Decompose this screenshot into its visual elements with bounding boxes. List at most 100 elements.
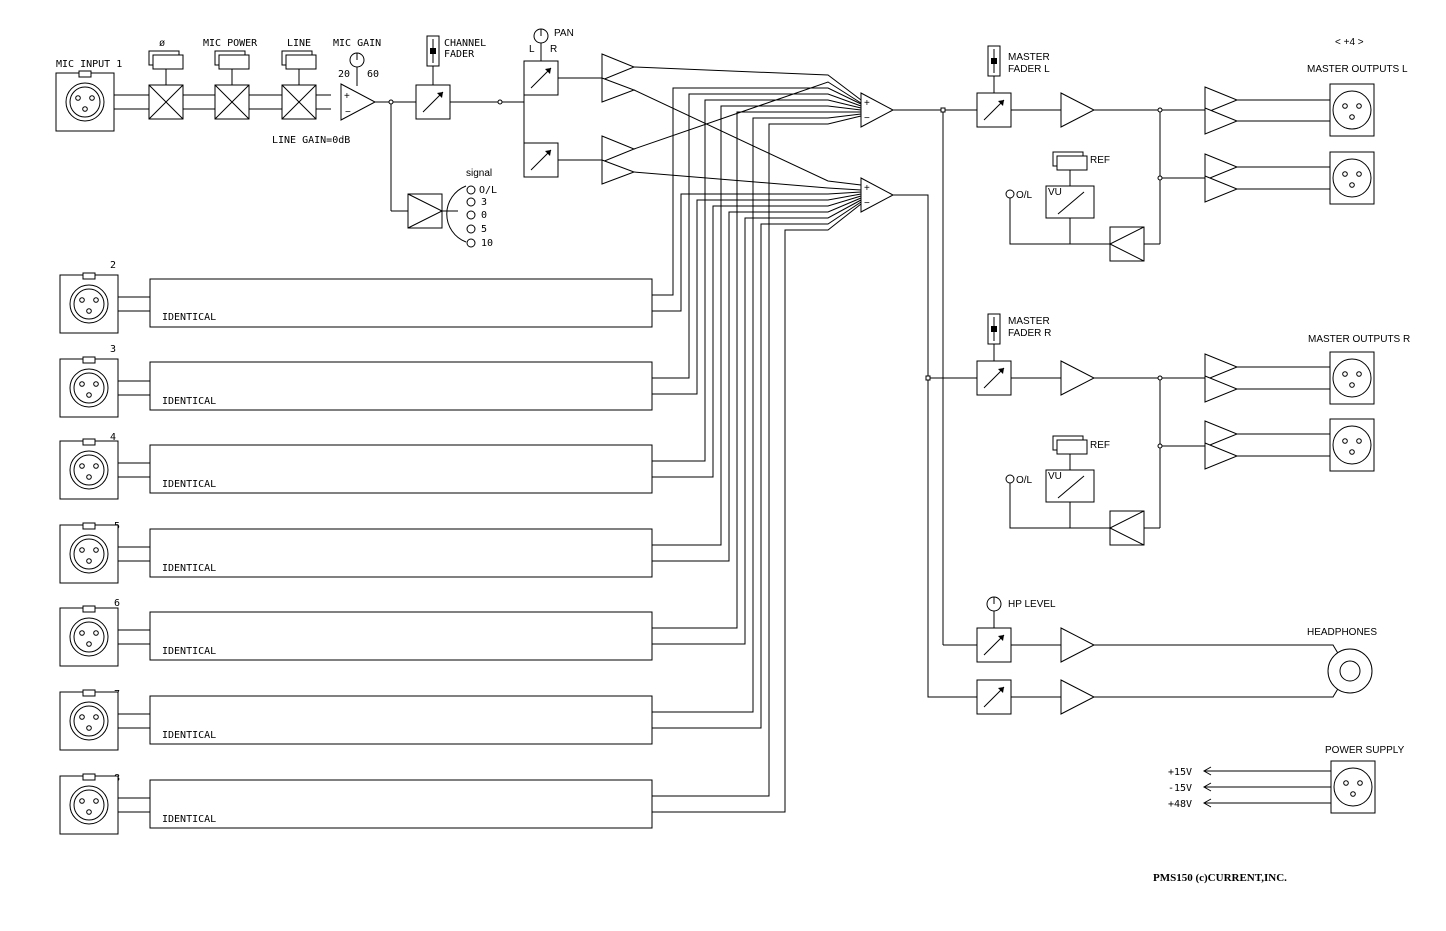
channel-3-label: IDENTICAL — [162, 396, 216, 407]
rail-3-label: +48V — [1168, 799, 1192, 810]
master-outputs-l-label: MASTER OUTPUTS L — [1307, 64, 1408, 75]
ol-led-r-icon — [1005, 474, 1015, 484]
channel-fader-label-1: CHANNEL — [444, 38, 486, 49]
master-l-amp — [1060, 92, 1096, 128]
channel-7-label: IDENTICAL — [162, 730, 216, 741]
mix-bus-right: + − — [860, 177, 895, 213]
hp-r-vca — [976, 679, 1012, 715]
channel-8-strip: 8 IDENTICAL — [59, 115, 862, 835]
svg-text:10: 10 — [481, 238, 493, 249]
svg-text:5: 5 — [481, 224, 487, 235]
svg-text:−: − — [345, 107, 351, 118]
signal-meter-detector — [407, 193, 443, 229]
channel-2-strip: 2 IDENTICAL — [59, 87, 862, 334]
master-out-l-jack-1 — [1329, 83, 1375, 137]
mic-input-1-jack — [55, 70, 115, 132]
master-fader-l-icon — [987, 45, 1001, 77]
ref-r-label: REF — [1090, 440, 1110, 451]
channel-4-block — [149, 444, 653, 494]
hp-level-knob-icon — [986, 596, 1002, 612]
channel-2-block — [149, 278, 653, 328]
master-fader-r-icon — [987, 313, 1001, 345]
channel-3-strip: 3 IDENTICAL — [59, 93, 862, 418]
meter-driver-l — [1108, 226, 1145, 262]
meter-driver-r — [1108, 510, 1145, 546]
channel-3-block — [149, 361, 653, 411]
line-switch — [281, 50, 317, 70]
channel-2-label: IDENTICAL — [162, 312, 216, 323]
svg-text:−: − — [864, 198, 870, 209]
svg-text:3: 3 — [481, 197, 487, 208]
channel-3-number: 3 — [110, 344, 116, 355]
svg-text:0: 0 — [481, 210, 487, 221]
master-right-section: MASTER FADER R MASTER OUTPUTS R REF VU O… — [976, 313, 1410, 546]
channel-1-strip: MIC INPUT 1 ø MIC POWER LINE MIC GAIN 20… — [55, 28, 862, 249]
ref-l-switch — [1052, 151, 1088, 171]
master-out-r-jack-1 — [1329, 351, 1375, 405]
headphone-jack-icon — [1327, 648, 1373, 694]
headphones-label: HEADPHONES — [1307, 627, 1377, 638]
channel-8-block — [149, 779, 653, 829]
hp-level-label: HP LEVEL — [1008, 599, 1056, 610]
pan-l-label: L — [529, 44, 535, 55]
mix-bus-left: + − — [860, 92, 895, 128]
footer-credit: PMS150 (c)CURRENT,INC. — [1153, 872, 1287, 884]
svg-text:−: − — [864, 113, 870, 124]
master-left-section: MASTER FADER L < +4 > MASTER OUTPUTS L R… — [976, 37, 1408, 262]
master-fader-r-label-1: MASTER — [1008, 316, 1050, 327]
channel-4-number: 4 — [110, 432, 116, 443]
phase-label: ø — [159, 38, 165, 49]
master-r-vca — [976, 360, 1012, 396]
mic-preamp: + − — [340, 83, 377, 121]
output-level-label: < +4 > — [1335, 37, 1364, 48]
phase-block — [148, 84, 184, 120]
svg-text:+: + — [864, 183, 870, 194]
channel-fader-vca — [415, 84, 451, 120]
headphone-section: HP LEVEL HEADPHONES — [976, 596, 1377, 715]
master-out-l-jack-2 — [1329, 151, 1375, 205]
mic-power-switch — [214, 50, 250, 70]
channel-7-jack — [59, 689, 119, 751]
channel-7-block — [149, 695, 653, 745]
svg-text:O/L: O/L — [479, 185, 497, 196]
master-fader-l-label-1: MASTER — [1008, 52, 1050, 63]
ol-r-label: O/L — [1016, 475, 1033, 486]
channel-4-jack — [59, 438, 119, 500]
line-block — [281, 84, 317, 120]
channel-4-strip: 4 IDENTICAL — [59, 99, 862, 500]
master-fader-l-label-2: FADER L — [1008, 64, 1050, 75]
rail-2-label: -15V — [1168, 783, 1192, 794]
channel-8-label: IDENTICAL — [162, 814, 216, 825]
channel-6-jack — [59, 605, 119, 667]
pan-right-vca — [523, 142, 559, 178]
pan-knob-icon — [533, 28, 549, 44]
channel-6-label: IDENTICAL — [162, 646, 216, 657]
master-r-amp — [1060, 360, 1096, 396]
channel-5-block — [149, 528, 653, 578]
mic-power-label: MIC POWER — [203, 38, 258, 49]
mic-power-block — [214, 84, 250, 120]
channel-8-jack — [59, 773, 119, 835]
channel-fader-label-2: FADER — [444, 49, 475, 60]
channel-5-strip: 5 IDENTICAL — [59, 105, 862, 584]
line-gain-label: LINE GAIN=0dB — [272, 135, 350, 146]
channel-4-label: IDENTICAL — [162, 479, 216, 490]
power-supply-section: POWER SUPPLY +15V -15V +48V — [1168, 745, 1405, 814]
channel-5-label: IDENTICAL — [162, 563, 216, 574]
pan-left-split-buffers — [601, 53, 636, 103]
mic-gain-knob-icon — [349, 52, 365, 68]
gain-max-label: 60 — [367, 69, 379, 80]
channel-3-jack — [59, 356, 119, 418]
svg-text:+: + — [864, 98, 870, 109]
ref-r-switch — [1052, 435, 1088, 455]
signal-leds: O/L 3 0 5 10 — [466, 185, 497, 249]
channel-2-jack — [59, 272, 119, 334]
rail-1-label: +15V — [1168, 767, 1192, 778]
pan-label: PAN — [554, 28, 574, 39]
phase-switch — [148, 50, 184, 70]
pan-r-label: R — [550, 44, 557, 55]
ol-led-l-icon — [1005, 189, 1015, 199]
channel-6-strip: 6 IDENTICAL — [59, 111, 862, 667]
mic-gain-label: MIC GAIN — [333, 38, 381, 49]
power-supply-jack — [1330, 760, 1376, 814]
